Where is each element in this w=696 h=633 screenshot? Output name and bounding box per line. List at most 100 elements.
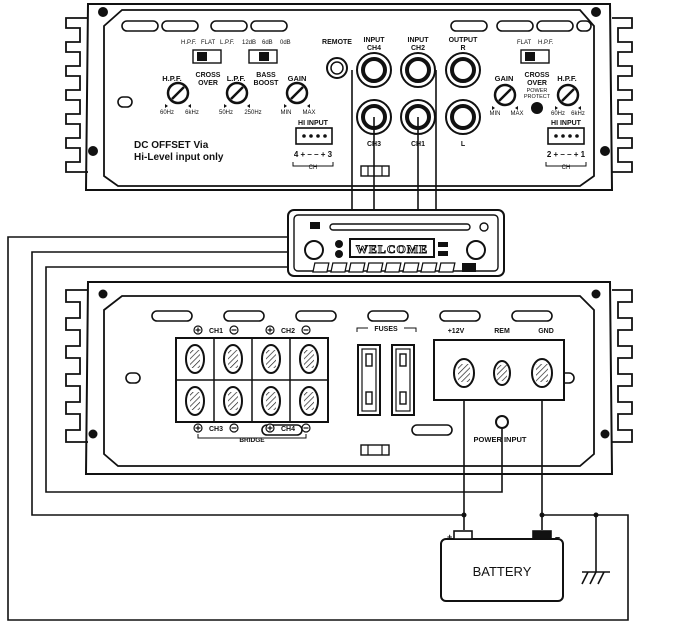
bottom-amp-front-panel (103, 295, 595, 467)
battery-plus-sign: + (447, 532, 452, 542)
input-ch2-label-line1: INPUT (408, 37, 430, 44)
switch2-0db-label: 0dB (280, 40, 291, 46)
right-gain-range-max: MAX (510, 111, 523, 117)
gain-knob-label: GAIN (288, 74, 307, 83)
bridge-bracket (197, 434, 307, 439)
head-unit-eject-button[interactable] (479, 222, 489, 232)
hpf-range-min: 60Hz (160, 110, 174, 116)
plus12v-terminal[interactable] (453, 358, 475, 388)
fuse-2[interactable] (391, 344, 415, 416)
head-unit-preset-buttons[interactable] (312, 262, 456, 273)
lpf-range-max: 250Hz (244, 110, 261, 116)
power-protect-line2: PROTECT (524, 94, 551, 100)
head-unit-button-a[interactable] (335, 240, 343, 248)
cd-slot (329, 223, 471, 231)
wire-head-unit-power-loop (31, 251, 464, 516)
right-gain-label: GAIN (495, 74, 514, 83)
bottom-amp-heatsink-right (612, 289, 633, 443)
hi-input-left-ch: CH (309, 165, 318, 171)
bottom-amp-slots (125, 310, 575, 436)
head-unit-right-knob[interactable] (466, 240, 486, 260)
ch1-polarity-icons (193, 325, 311, 335)
switch1-lpf-label: L.P.F. (220, 40, 235, 46)
hpf-range-max: 6kHz (185, 110, 199, 116)
bottom-amp-outer-body (84, 281, 614, 475)
battery-positive-post[interactable] (453, 530, 473, 540)
top-amp-heatsink-left (65, 17, 88, 173)
rca-input-ch4[interactable] (356, 52, 392, 88)
power-protect-led (531, 102, 543, 114)
right-gain-knob[interactable] (493, 83, 517, 107)
fuse-1[interactable] (357, 344, 381, 416)
head-unit-left-knob[interactable] (304, 240, 324, 260)
speaker-terminal-screws[interactable] (185, 344, 319, 416)
switch3-flat-label: FLAT (517, 40, 532, 46)
bottom-ch3-label: CH3 (209, 426, 223, 433)
lpf-knob[interactable] (225, 81, 249, 105)
bottom-ch1-label: CH1 (209, 328, 223, 335)
switch3-hpf-label: H.P.F. (538, 40, 554, 46)
ch3-ch4-polarity-icons (193, 423, 311, 433)
switch2-12db-label: 12dB (242, 40, 256, 46)
bridge-label: BRIDGE (239, 437, 265, 444)
hi-input-left-connector[interactable] (295, 127, 333, 145)
output-r-label-line1: OUTPUT (449, 37, 479, 44)
right-crossover-slide-switch[interactable] (520, 49, 550, 64)
hpf-knob[interactable] (166, 81, 190, 105)
knob-range-markers (165, 104, 310, 108)
switch2-6db-label: 6dB (262, 40, 273, 46)
head-unit: WELCOME (287, 209, 505, 277)
chassis-ground-icon (581, 571, 610, 585)
power-protect-line1: POWER (527, 88, 548, 94)
bass-boost-slide-switch[interactable] (248, 49, 278, 64)
rca-input-ch2[interactable] (400, 52, 436, 88)
top-amp-screws (88, 7, 610, 156)
dc-offset-line1: DC OFFSET Via (134, 140, 209, 151)
gnd-terminal[interactable] (531, 358, 553, 388)
hi-input-left-label: HI INPUT (298, 120, 329, 127)
head-unit-mode-bar-1 (438, 242, 448, 247)
head-unit-button-b[interactable] (335, 250, 343, 258)
wire-junctions (461, 415, 599, 518)
remote-label: REMOTE (322, 39, 352, 46)
lpf-knob-label: L.P.F. (227, 74, 246, 83)
crossover-label-line2: OVER (198, 80, 218, 87)
bottom-amplifier: CH1 CH2 (65, 281, 633, 475)
input-ch4-label-line2: CH4 (367, 45, 381, 52)
lpf-range-min: 50Hz (219, 110, 233, 116)
fuses-label-bg (368, 324, 404, 333)
crossover-slide-switch[interactable] (192, 49, 222, 64)
hi-input-right-connector[interactable] (547, 127, 585, 145)
input-ch2-label-line2: CH2 (411, 45, 425, 52)
remote-jack[interactable] (326, 57, 348, 79)
rem-terminal[interactable] (493, 360, 511, 386)
rca-output-l[interactable] (445, 99, 481, 135)
crossover-label-line1: CROSS (196, 72, 221, 79)
bottom-ch4-label: CH4 (281, 426, 295, 433)
right-gain-range-min: MIN (490, 111, 501, 117)
top-amplifier: H.P.F. FLAT L.P.F. 12dB 6dB 0dB H.P.F. C… (65, 3, 633, 191)
battery-body (440, 538, 564, 602)
right-crossover-line2: OVER (527, 80, 547, 87)
top-amp-front-panel (103, 9, 595, 187)
hi-input-right-ch: CH (562, 165, 571, 171)
gain-range-max: MAX (302, 110, 315, 116)
bottom-ch2-label: CH2 (281, 328, 295, 335)
battery-negative-post[interactable] (532, 530, 552, 540)
right-crossover-line1: CROSS (525, 72, 550, 79)
hi-input-right-label: HI INPUT (551, 120, 582, 127)
battery-minus-sign: – (555, 532, 560, 542)
top-amp-fuse-icon (360, 165, 390, 177)
rca-l-label: L (461, 141, 466, 148)
rca-output-r[interactable] (445, 52, 481, 88)
right-hpf-knob[interactable] (556, 83, 580, 107)
output-r-label-line2: R (460, 45, 465, 52)
bottom-amp-heatsink-left (65, 289, 88, 443)
gnd-label: GND (538, 328, 554, 335)
dc-offset-line2: Hi-Level input only (134, 152, 224, 163)
head-unit-black-button[interactable] (462, 263, 476, 272)
hi-input-right-pins: 2 + – – + 1 (547, 150, 586, 159)
bottom-amp-fuse-icon (360, 444, 390, 456)
gain-knob[interactable] (285, 81, 309, 105)
